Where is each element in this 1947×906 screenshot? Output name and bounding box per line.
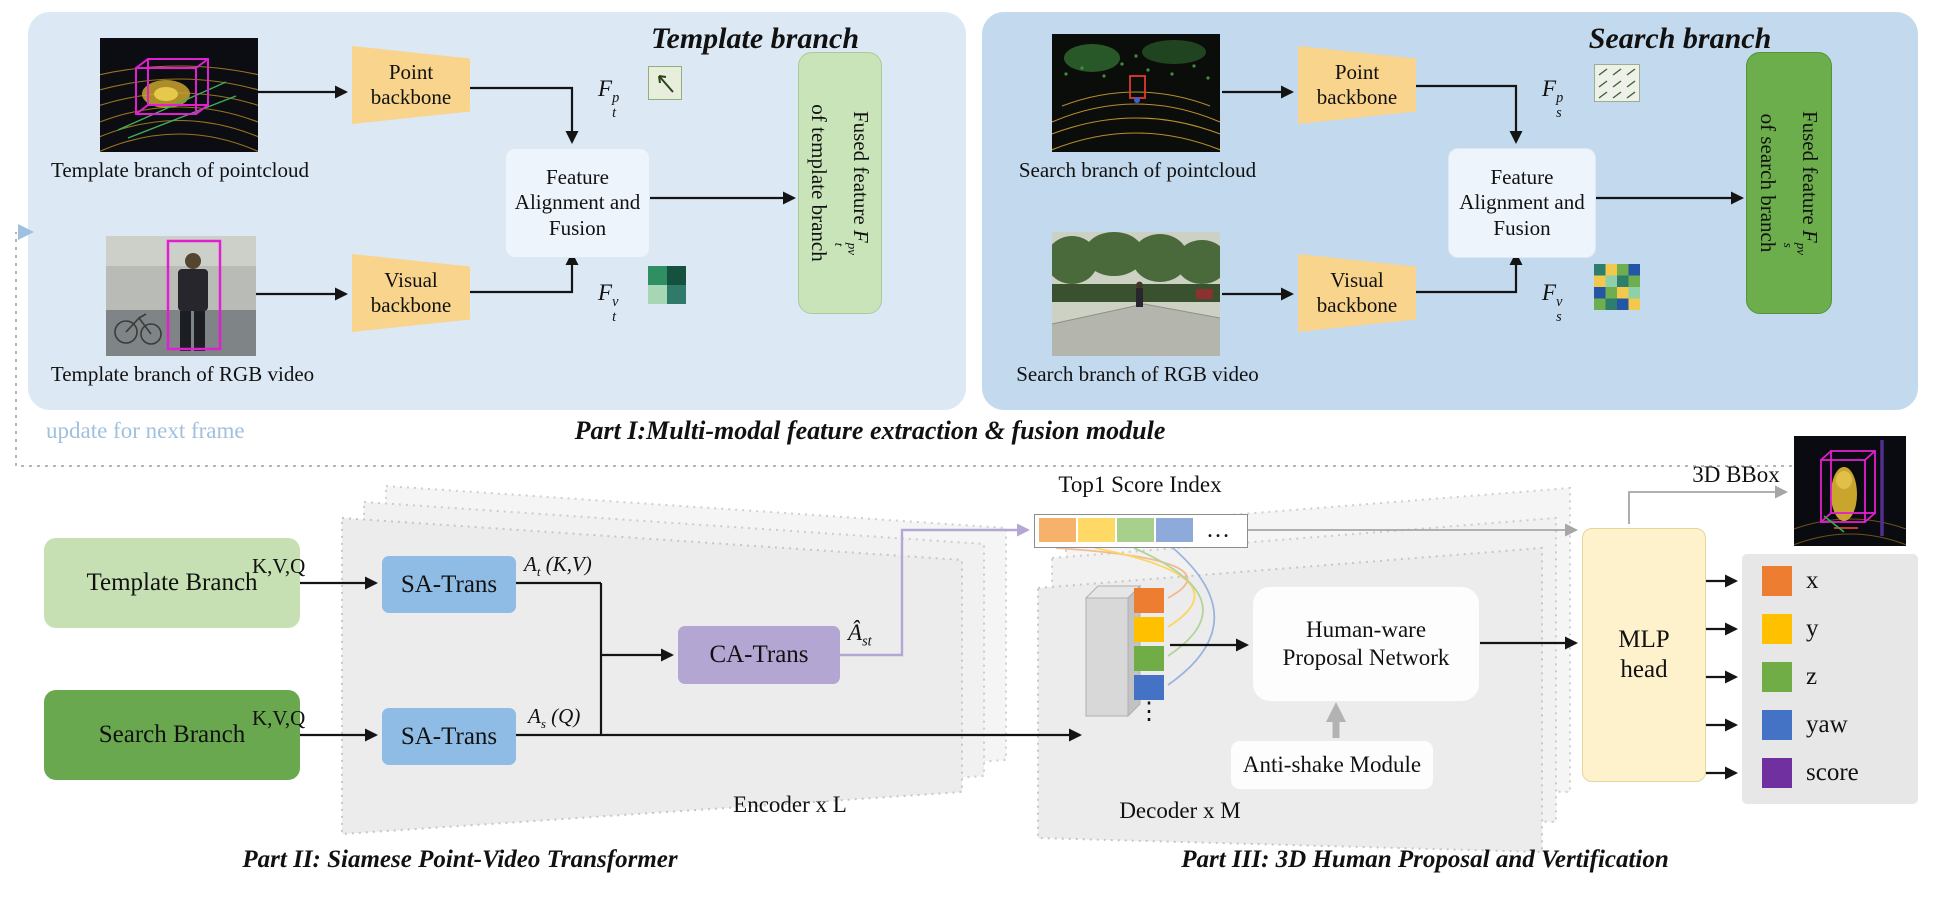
ca-trans: CA-Trans	[678, 626, 840, 684]
legend-swatch-y	[1762, 614, 1792, 644]
bbox-result-image	[1794, 436, 1906, 546]
update-loop-path	[15, 232, 1792, 467]
top1-score-index-label: Top1 Score Index	[1058, 472, 1222, 497]
stack-cell-2	[1134, 646, 1164, 671]
top1-cell-0	[1039, 518, 1076, 542]
template-point-feature-icon	[648, 66, 682, 100]
template-pointcloud-image	[100, 38, 258, 152]
top1-cell-1	[1078, 518, 1115, 542]
search-branch-title: Search branch	[1588, 22, 1772, 55]
kvq-label-bottom: K,V,Q	[252, 706, 306, 730]
template-rgb-image	[106, 236, 256, 356]
template-branch-node: Template Branch	[44, 538, 300, 628]
search-rgb-image	[1052, 232, 1220, 356]
mlp-head: MLP head	[1582, 528, 1706, 782]
legend-label-score: score	[1806, 759, 1859, 786]
legend-label-y: y	[1806, 615, 1819, 642]
sa-trans-bottom: SA-Trans	[382, 708, 516, 765]
top1-score-index-bar: …	[1034, 514, 1248, 548]
legend-swatch-score	[1762, 758, 1792, 788]
encoder-trapezoid-stack	[341, 484, 1007, 836]
sa-trans-top: SA-Trans	[382, 556, 516, 613]
top1-ellipsis: …	[1206, 517, 1230, 543]
anti-shake-module: Anti-shake Module	[1230, 740, 1434, 790]
a-st-label: Âst	[848, 620, 872, 650]
part2-caption: Part II: Siamese Point-Video Transformer	[242, 846, 678, 873]
search-fusion-box: Feature Alignment and Fusion	[1448, 148, 1596, 258]
search-point-feature-icon	[1594, 64, 1640, 102]
feature-volume-cuboid	[1084, 584, 1142, 718]
stack-cell-0	[1134, 588, 1164, 613]
template-visual-feature-icon	[648, 266, 686, 304]
template-point-backbone: Point backbone	[352, 46, 470, 124]
legend-label-x: x	[1806, 567, 1819, 594]
template-rgb-label: Template branch of RGB video	[50, 362, 315, 386]
template-fusion-box: Feature Alignment and Fusion	[505, 148, 650, 258]
template-visual-backbone: Visual backbone	[352, 254, 470, 332]
part3-caption: Part III: 3D Human Proposal and Vertific…	[1181, 846, 1669, 873]
search-pointcloud-label: Search branch of pointcloud	[1018, 158, 1257, 182]
human-aware-proposal-network: Human-ware Proposal Network	[1252, 586, 1480, 702]
a-s-label: As (Q)	[528, 704, 581, 732]
gray-arrows	[1246, 485, 1788, 537]
update-note: update for next frame	[46, 418, 245, 443]
decoder-label: Decoder x M	[1119, 798, 1241, 823]
stack-cell-3	[1134, 675, 1164, 700]
top1-cell-2	[1117, 518, 1154, 542]
top1-index-arcs	[1055, 547, 1216, 686]
update-loop-arrowhead	[18, 224, 34, 240]
legend-label-yaw: yaw	[1806, 711, 1848, 738]
search-fused-line2: of search branch	[1756, 113, 1781, 253]
template-fused-line2: of template branch	[807, 104, 832, 262]
stack-cell-1	[1134, 617, 1164, 642]
search-pointcloud-image	[1052, 34, 1220, 152]
encoder-label: Encoder x L	[733, 792, 847, 817]
template-branch-title: Template branch	[650, 22, 860, 55]
kvq-label-top: K,V,Q	[252, 554, 306, 578]
output-legend: x y z yaw score	[1742, 554, 1918, 804]
legend-swatch-yaw	[1762, 710, 1792, 740]
attention-output-path	[840, 523, 1030, 657]
part1-caption: Part I:Multi-modal feature extraction & …	[574, 416, 1166, 445]
search-rgb-label: Search branch of RGB video	[1016, 362, 1259, 386]
legend-label-z: z	[1806, 663, 1818, 690]
bbox-label: 3D BBox	[1692, 462, 1780, 487]
search-branch-node: Search Branch	[44, 690, 300, 780]
search-point-backbone: Point backbone	[1298, 46, 1416, 124]
top1-cell-3	[1156, 518, 1193, 542]
stack-ellipsis: ⋮	[1137, 699, 1161, 725]
a-t-label: At (K,V)	[524, 552, 592, 580]
legend-swatch-z	[1762, 662, 1792, 692]
search-visual-feature-icon	[1594, 264, 1640, 310]
search-visual-backbone: Visual backbone	[1298, 254, 1416, 332]
legend-swatch-x	[1762, 566, 1792, 596]
template-pointcloud-label: Template branch of pointcloud	[50, 158, 310, 182]
